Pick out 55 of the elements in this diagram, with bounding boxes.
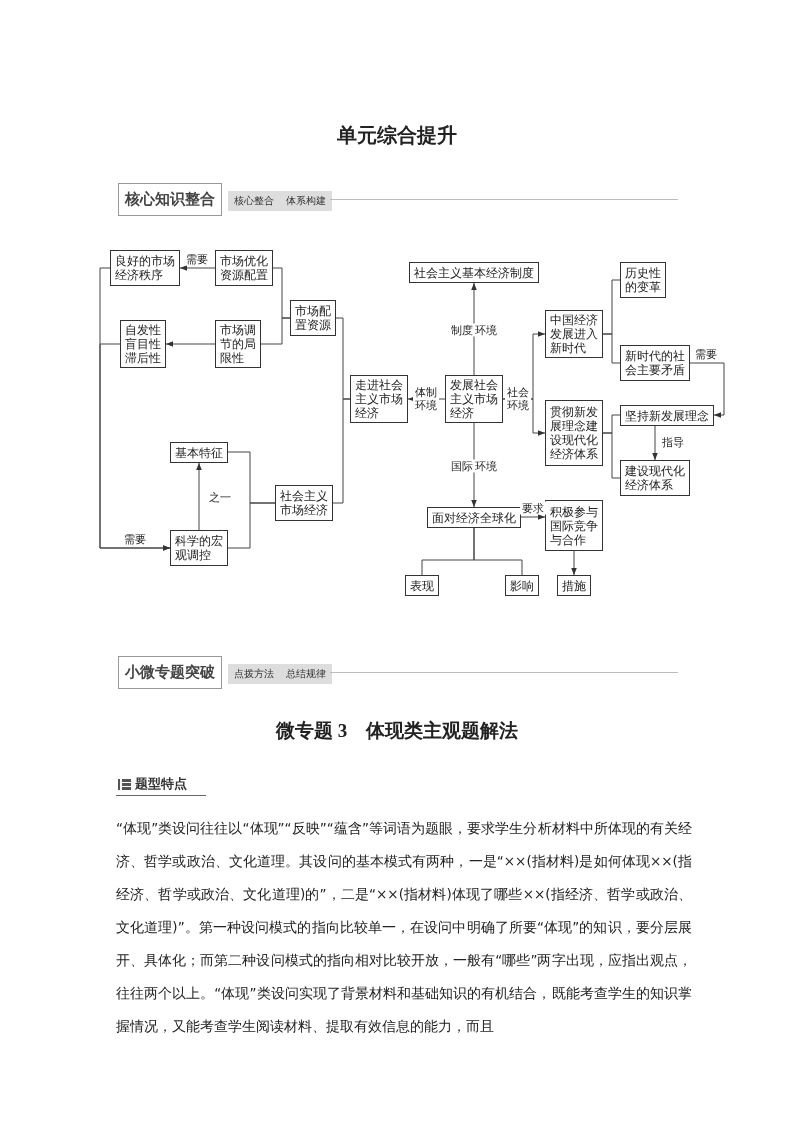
section-title: 微专题 3 体现类主观题解法 — [274, 719, 520, 743]
concept-box: 市场配置资源 — [290, 300, 336, 336]
section-heading: 核心知识整合 — [118, 183, 222, 216]
edge-label: 指导 — [660, 435, 686, 449]
tag-text: 点拨方法 — [234, 668, 274, 679]
concept-box: 发展社会主义市场经济 — [445, 375, 503, 423]
tag-text: 核心整合 — [234, 195, 274, 206]
subsection-heading: 题型特点 — [135, 775, 187, 793]
concept-box: 走进社会主义市场经济 — [350, 375, 408, 423]
concept-box: 市场调节的局限性 — [215, 320, 261, 368]
connector-line — [332, 398, 351, 504]
concept-box: 市场优化资源配置 — [215, 250, 273, 286]
concept-box: 社会主义基本经济制度 — [409, 262, 539, 283]
concept-box: 基本特征 — [170, 442, 228, 463]
concept-box: 社会主义市场经济 — [275, 485, 333, 521]
edge-label: 要求 — [520, 501, 546, 515]
arrow — [165, 341, 216, 347]
connector-line — [260, 317, 291, 345]
concept-box: 表现 — [405, 575, 439, 596]
edge-label: 社会环境 — [505, 386, 531, 412]
page-title: 单元综合提升 — [336, 123, 458, 148]
edge-label: 需要 — [122, 532, 148, 546]
tag-text: 总结规律 — [286, 668, 326, 679]
concept-box: 科学的宏观调控 — [170, 530, 228, 566]
arrow — [99, 343, 171, 551]
concept-box: 措施 — [557, 575, 591, 596]
concept-box: 影响 — [505, 575, 539, 596]
edge-label: 需要 — [693, 347, 719, 361]
concept-box: 自发性盲目性滞后性 — [120, 320, 166, 368]
arrow — [196, 462, 202, 531]
edge-label: 之一 — [207, 490, 233, 504]
concept-box: 中国经济发展进入新时代 — [545, 310, 603, 358]
concept-box: 新时代的社会主要矛盾 — [620, 345, 690, 381]
arrow — [179, 265, 216, 271]
arrow — [471, 422, 477, 508]
connector-line — [602, 333, 621, 364]
arrow — [520, 514, 546, 520]
edge-label: 需要 — [184, 252, 210, 266]
tag-text: 体系构建 — [286, 195, 326, 206]
arrow — [652, 425, 658, 461]
concept-box: 坚持新发展理念 — [620, 405, 714, 426]
concept-box: 积极参与国际竞争与合作 — [545, 500, 603, 551]
connector-line — [227, 502, 276, 549]
concept-box: 建设现代化经济体系 — [620, 460, 690, 496]
concept-box: 良好的市场经济秩序 — [110, 250, 180, 286]
body-paragraph: “体现”类设问往往以“体现”“反映”“蕴含”等词语为题眼，要求学生分析材料中所体现的有关经济、哲学或政治、文化道理。其设问的基本模式有两种，一是“××(指材料)是如何体现××(指经济、哲学或政治、文化道理)的”，二是“××(指材料)体现了哪些××(指经济、哲学或政治、文化道理)”。第一种设问模式的指向比较单一，在设问中明确了所要“体现”的知识，要分层展开、具体化；而第二种设问模式的指向相对比较开放，一般有“哪些”两字出现，应指出观点，往往两个以上。“体现”类设问实现了背景材料和基础知识的有机结合，既能考查学生的知识掌握情况，又能考查学生阅读材料、提取有效信息的能力，而且 — [116, 819, 692, 1036]
concept-box: 历史性的变革 — [620, 262, 666, 298]
connector-line — [473, 527, 523, 576]
arrow — [689, 362, 725, 418]
concept-box: 面对经济全球化 — [427, 507, 521, 528]
arrow — [571, 550, 577, 576]
concept-box: 贯彻新发展理念建设现代化经济体系 — [545, 400, 603, 466]
connector-line — [602, 432, 621, 479]
section-heading: 小微专题突破 — [118, 656, 222, 689]
arrow — [471, 282, 477, 376]
